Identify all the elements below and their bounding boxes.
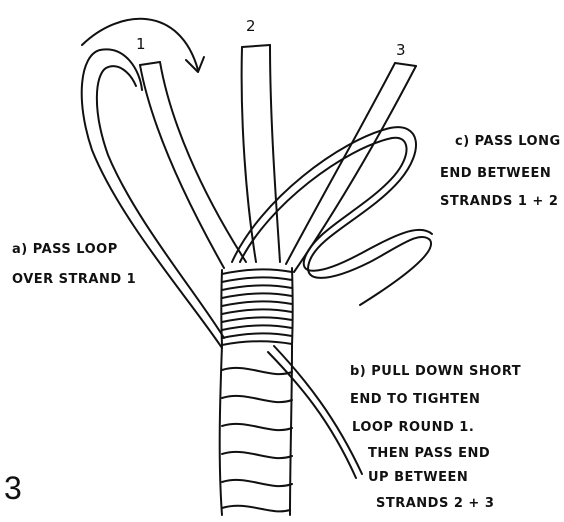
annotation-b-line: UP BETWEEN <box>368 468 468 488</box>
annotation-b-line: b) PULL DOWN SHORT <box>350 362 521 382</box>
strand-label-3: 3 <box>396 40 406 60</box>
annotation-b-line: STRANDS 2 + 3 <box>376 494 494 514</box>
cord-loop <box>82 49 224 348</box>
annotation-c-line: c) PASS LONG <box>455 132 561 152</box>
annotation-b-line: LOOP ROUND 1. <box>352 418 474 438</box>
annotation-b-line: END TO TIGHTEN <box>350 390 480 410</box>
strand-1 <box>140 62 246 268</box>
annotation-b-line: THEN PASS END <box>368 444 490 464</box>
figure-number: 3 <box>4 470 22 507</box>
whipping-turns <box>221 268 293 345</box>
annotation-a-line: OVER STRAND 1 <box>12 270 136 290</box>
annotation-c-line: STRANDS 1 + 2 <box>440 192 558 212</box>
annotation-c-line: END BETWEEN <box>440 164 551 184</box>
rope-body <box>220 345 292 515</box>
annotation-a-line: a) PASS LOOP <box>12 240 118 260</box>
strand-3 <box>286 63 416 272</box>
strand-label-2: 2 <box>246 16 256 36</box>
strand-label-1: 1 <box>136 34 146 54</box>
